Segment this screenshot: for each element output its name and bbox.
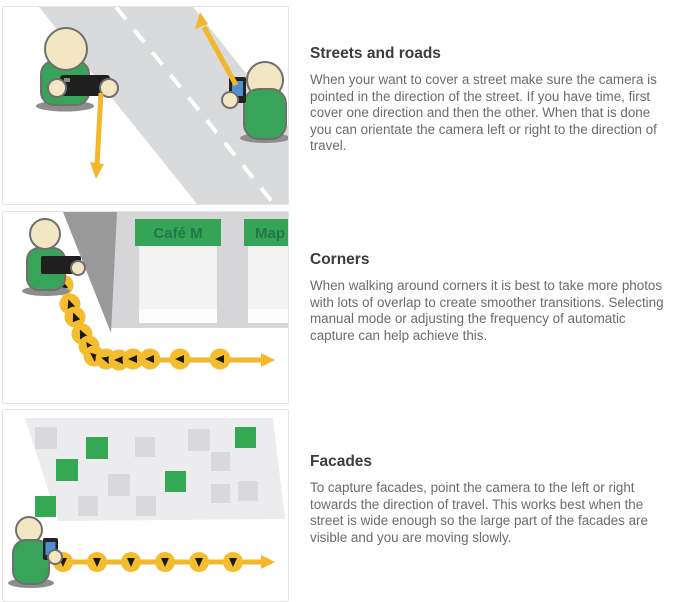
path-arrowhead: [261, 353, 275, 367]
figure-hand: [221, 91, 239, 109]
shop-sign-label: Map: [255, 225, 285, 242]
storefront-cafe: Café M: [135, 219, 221, 323]
storefront-map: Map: [244, 219, 288, 323]
mapper-figure-right: [221, 61, 288, 143]
mapper-figure-left: [36, 27, 119, 112]
direction-arrow-up: [195, 12, 239, 87]
facade-squares: [35, 427, 258, 517]
streets-illustration-svg: [36, 7, 288, 204]
figure-hand: [47, 78, 67, 98]
figure-body: [243, 88, 287, 140]
figure-hand: [47, 549, 63, 565]
streets-text-block: Streets and roads When your want to cove…: [310, 6, 666, 155]
section-streets-and-roads: Streets and roads When your want to cove…: [2, 6, 673, 205]
storefront-sill: [248, 309, 288, 323]
camera-icon: [60, 75, 110, 96]
section-corners: Café M Map: [2, 211, 673, 404]
figure-hand: [70, 260, 86, 276]
shop-sign: [135, 219, 221, 246]
photo-dots: [52, 274, 231, 371]
section-body: To capture facades, point the camera to …: [310, 480, 648, 545]
camera-detail: [64, 78, 70, 82]
section-body: When your want to cover a street make su…: [310, 72, 657, 154]
corners-illustration: Café M Map: [2, 211, 289, 404]
shop-sign: [244, 219, 288, 246]
section-facades: Facades To capture facades, point the ca…: [2, 409, 673, 602]
section-body: When walking around corners it is best t…: [310, 278, 664, 343]
road-center-dashed-line: [114, 7, 276, 204]
figure-head: [29, 218, 61, 250]
capture-path: [52, 273, 275, 371]
figure-head: [44, 27, 88, 71]
road-shape: [39, 7, 288, 204]
path-arrowhead: [261, 555, 275, 569]
facades-text-block: Facades To capture facades, point the ca…: [310, 409, 666, 546]
facades-illustration: [2, 409, 289, 602]
direction-arrow-down: [90, 92, 104, 179]
phone-screen: [45, 542, 56, 555]
capture-path: [53, 552, 275, 572]
figure-hand: [99, 78, 119, 98]
corners-text-block: Corners When walking around corners it i…: [310, 211, 666, 344]
phone-screen: [232, 81, 243, 96]
corner-wall: [63, 212, 117, 333]
photo-dots: [53, 552, 243, 572]
section-title: Corners: [310, 251, 370, 268]
storefront-sill: [139, 309, 217, 323]
section-title: Streets and roads: [310, 45, 441, 62]
facades-illustration-svg: [8, 418, 285, 588]
streets-illustration: [2, 6, 289, 205]
corners-illustration-svg: Café M Map: [22, 212, 288, 371]
shop-sign-label: Café M: [153, 225, 202, 242]
mapper-figure-facade: [8, 516, 63, 588]
mapper-figure-corner: [22, 218, 86, 296]
section-title: Facades: [310, 453, 373, 470]
